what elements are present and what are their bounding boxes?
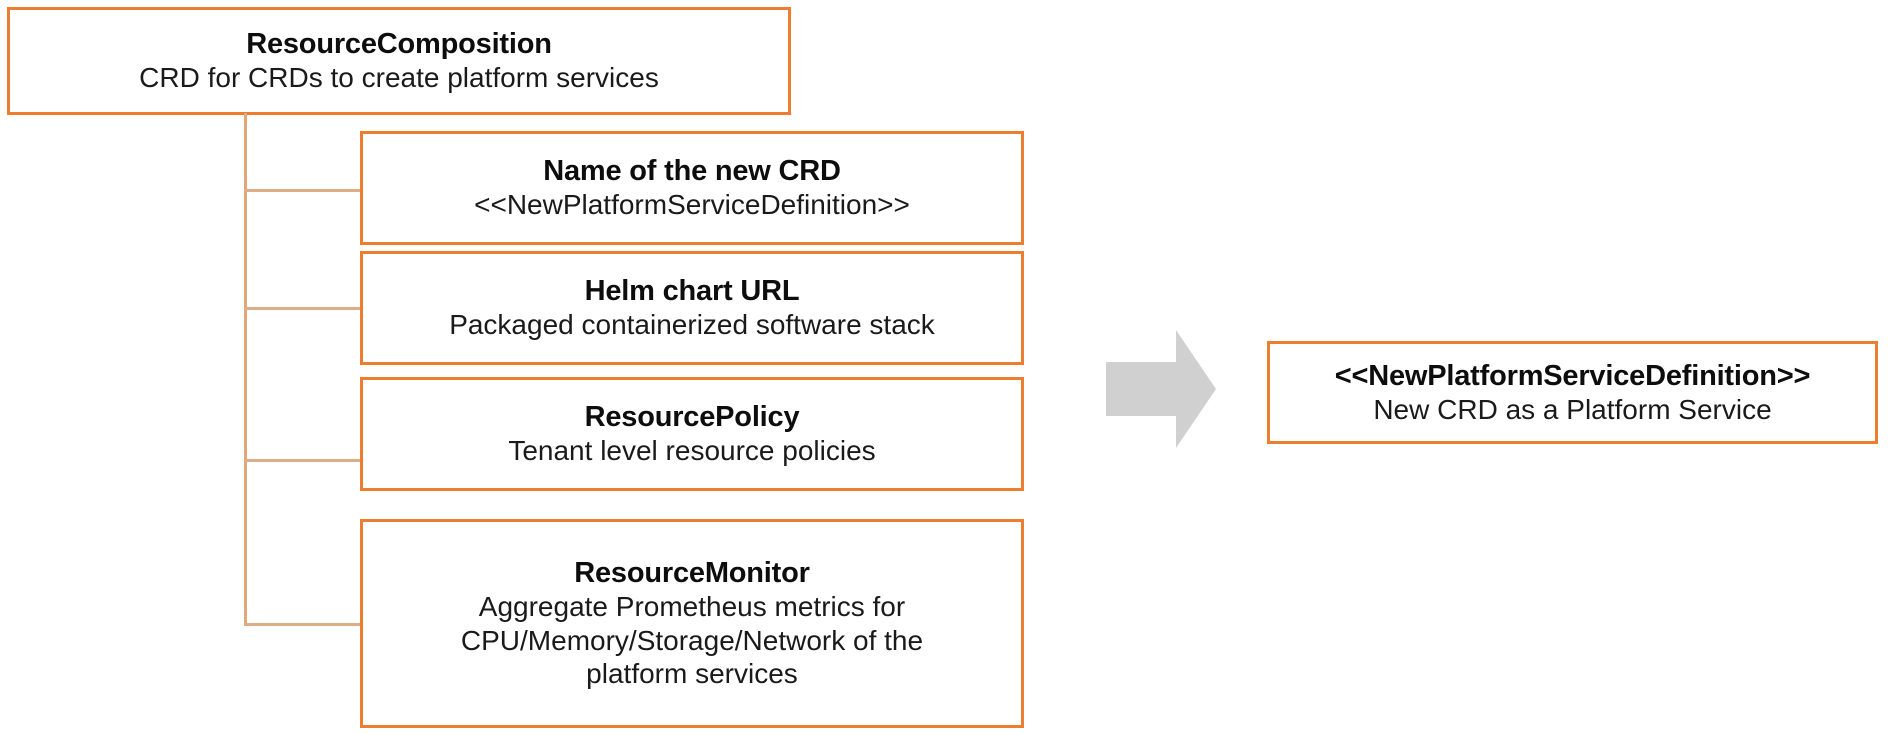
node-resource-policy[interactable]: ResourcePolicy Tenant level resource pol… xyxy=(360,377,1024,491)
node-name-of-new-crd[interactable]: Name of the new CRD <<NewPlatformService… xyxy=(360,131,1024,245)
node-subtitle-line: platform services xyxy=(586,658,798,690)
node-subtitle: CRD for CRDs to create platform services xyxy=(139,62,659,94)
node-title: ResourcePolicy xyxy=(584,401,800,434)
node-subtitle: New CRD as a Platform Service xyxy=(1373,393,1772,425)
node-title: ResourceComposition xyxy=(246,28,552,61)
node-new-platform-service-definition[interactable]: <<NewPlatformServiceDefinition>> New CRD… xyxy=(1267,341,1878,444)
node-subtitle-line: Aggregate Prometheus metrics for xyxy=(478,591,906,623)
node-subtitle-line: Packaged containerized software stack xyxy=(449,309,935,341)
node-resource-composition[interactable]: ResourceComposition CRD for CRDs to crea… xyxy=(7,7,791,115)
node-title: <<NewPlatformServiceDefinition>> xyxy=(1334,359,1811,392)
node-subtitle: Aggregate Prometheus metrics for CPU/Mem… xyxy=(461,590,923,691)
node-subtitle: Packaged containerized software stack xyxy=(449,308,935,342)
node-helm-chart-url[interactable]: Helm chart URL Packaged containerized so… xyxy=(360,251,1024,365)
connector-branch-3 xyxy=(244,459,362,462)
node-subtitle-line: CPU/Memory/Storage/Network of the xyxy=(460,624,924,656)
node-subtitle: <<NewPlatformServiceDefinition>> xyxy=(474,188,910,222)
node-subtitle-line: <<NewPlatformServiceDefinition>> xyxy=(474,189,910,221)
node-subtitle: Tenant level resource policies xyxy=(508,434,875,468)
node-title: Name of the new CRD xyxy=(543,155,841,188)
connector-branch-1 xyxy=(244,189,362,192)
connector-branch-2 xyxy=(244,307,362,310)
connector-trunk-vertical xyxy=(244,113,247,626)
right-arrow-icon xyxy=(1106,330,1216,448)
node-title: Helm chart URL xyxy=(584,275,800,308)
node-subtitle-line: Tenant level resource policies xyxy=(508,435,876,467)
node-title: ResourceMonitor xyxy=(574,557,810,589)
node-resource-monitor[interactable]: ResourceMonitor Aggregate Prometheus met… xyxy=(360,519,1024,728)
connector-branch-4 xyxy=(244,623,362,626)
